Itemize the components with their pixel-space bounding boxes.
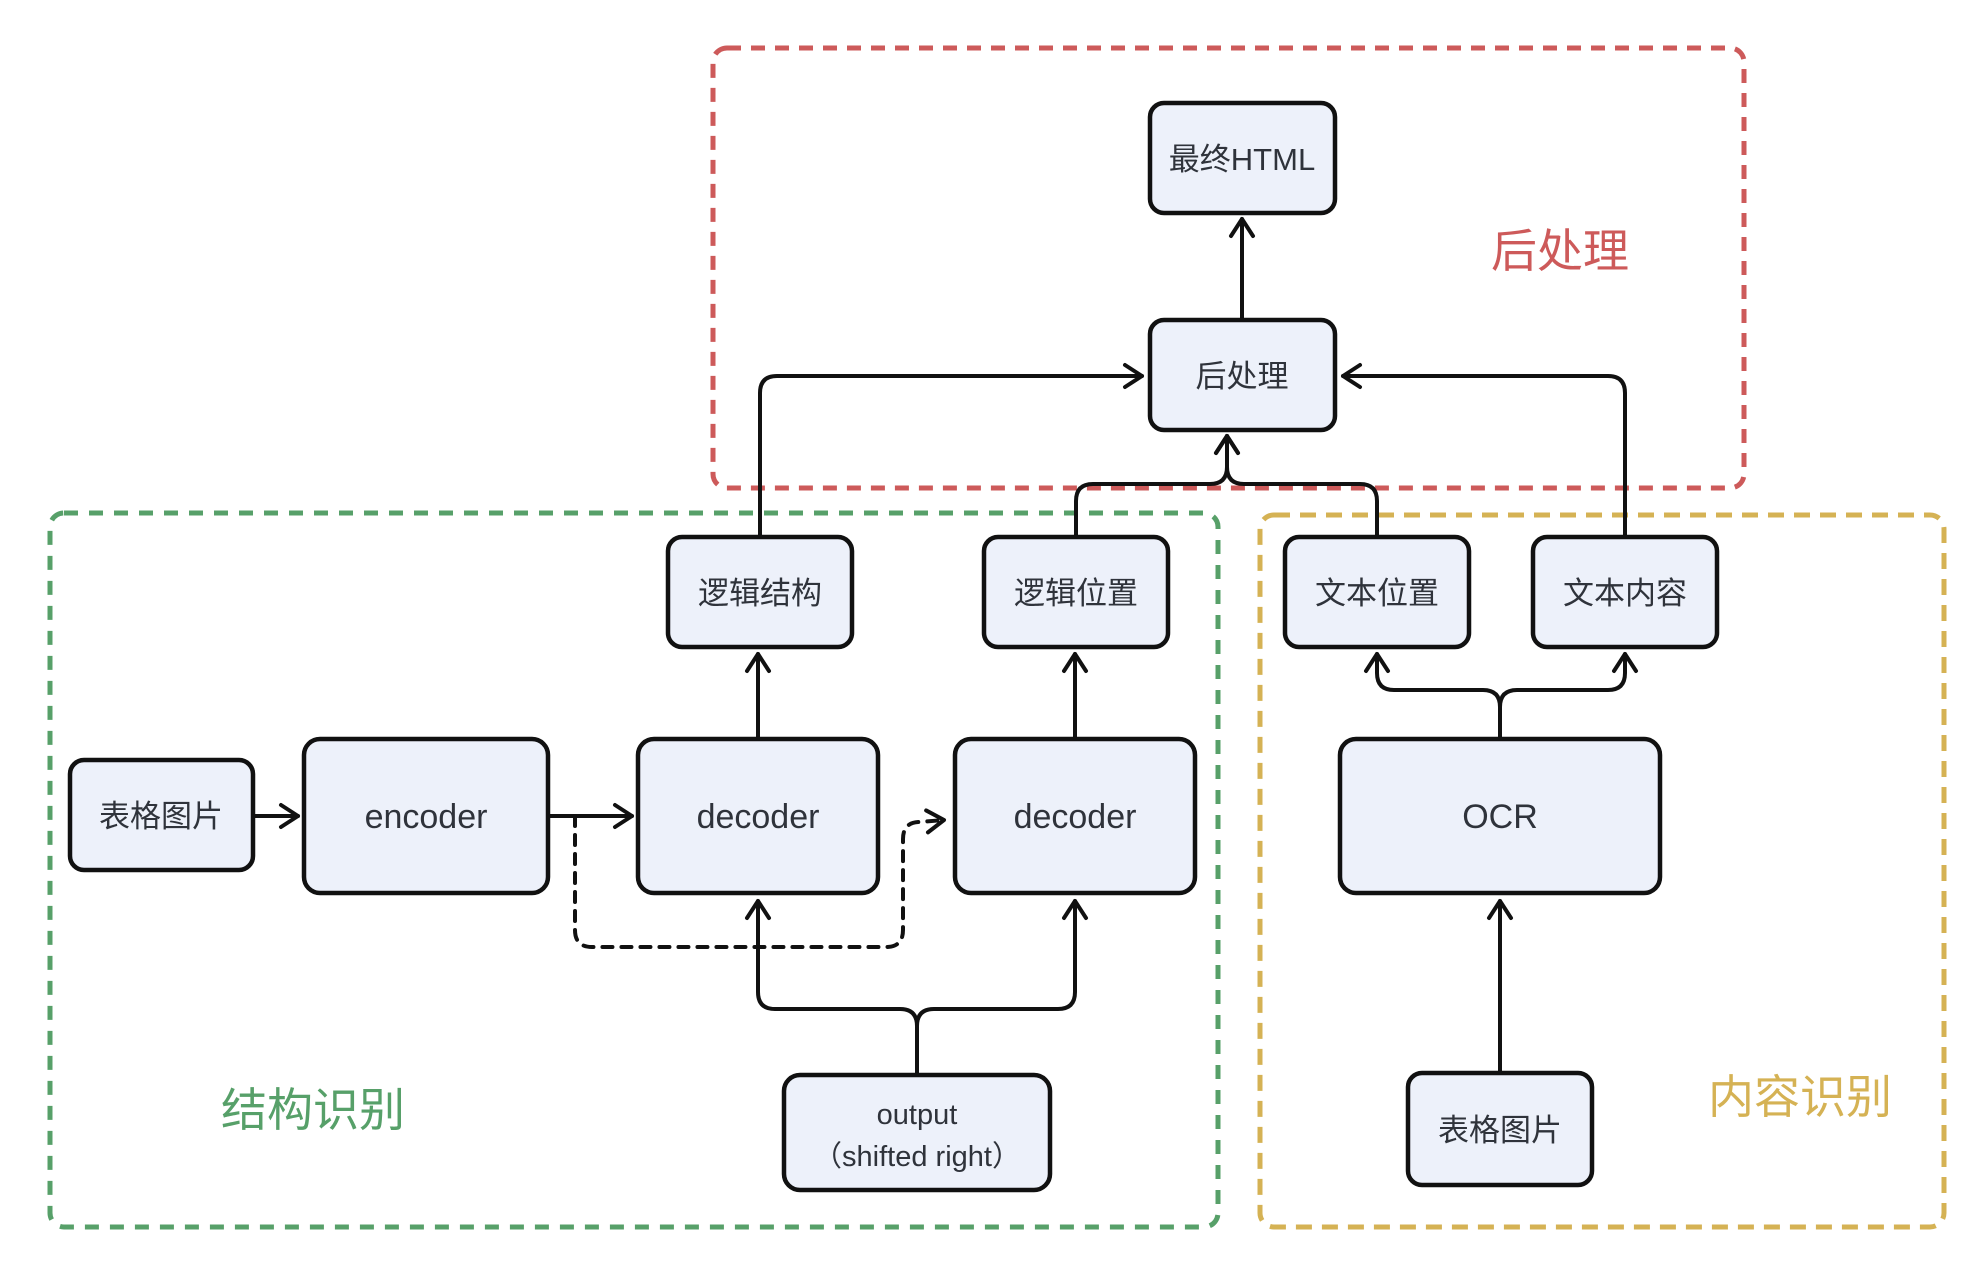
node-output-label: output xyxy=(877,1099,958,1131)
node-logical-structure-label: 逻辑结构 xyxy=(698,576,822,611)
node-text-content-box xyxy=(1530,534,1720,650)
node-table-image-left: 表格图片 xyxy=(67,757,256,873)
node-decoder-position-box xyxy=(952,736,1198,896)
node-logical-position-box xyxy=(981,534,1171,650)
node-final-html: 最终HTML xyxy=(1147,100,1338,216)
arrow-ocr-to-text-position xyxy=(1364,652,1502,741)
arrow-ocr-to-text-content xyxy=(1498,652,1638,741)
node-text-content-label: 文本内容 xyxy=(1563,576,1687,611)
node-table-image-left-box xyxy=(67,757,256,873)
node-decoder-position-label: decoder xyxy=(1014,798,1137,836)
region-structure-recognition: 结构识别 xyxy=(47,510,1221,1230)
node-ocr: OCR xyxy=(1337,736,1663,896)
arrow-text-position-to-post-process xyxy=(1214,434,1379,539)
node-output-shifted-right: output （shifted right） xyxy=(781,1072,1053,1193)
arrow-logical-structure-to-post-process xyxy=(758,363,1144,539)
node-logical-structure-box xyxy=(665,534,855,650)
node-post-process: 后处理 xyxy=(1147,317,1338,433)
region-content-recognition-border xyxy=(1257,512,1947,1230)
region-content-recognition: 内容识别 xyxy=(1257,512,1947,1230)
region-post-processing: 后处理 xyxy=(710,45,1747,491)
node-ocr-label: OCR xyxy=(1462,798,1538,836)
node-output-sublabel: （shifted right） xyxy=(813,1141,1021,1173)
node-ocr-box xyxy=(1337,736,1663,896)
node-post-process-label: 后处理 xyxy=(1196,359,1289,394)
node-table-image-right-label: 表格图片 xyxy=(1438,1113,1562,1148)
node-final-html-label: 最终HTML xyxy=(1169,142,1315,177)
node-logical-structure: 逻辑结构 xyxy=(665,534,855,650)
arrow-text-content-to-post-process xyxy=(1341,363,1627,539)
node-table-image-right-box xyxy=(1405,1070,1595,1188)
node-final-html-box xyxy=(1147,100,1338,216)
node-post-process-box xyxy=(1147,317,1338,433)
arrow-output-to-decoder-position xyxy=(915,899,1088,1077)
node-decoder-structure-label: decoder xyxy=(697,798,820,836)
node-logical-position: 逻辑位置 xyxy=(981,534,1171,650)
node-encoder-box xyxy=(301,736,551,896)
node-encoder: encoder xyxy=(301,736,551,896)
node-decoder-structure: decoder xyxy=(635,736,881,896)
arrow-output-to-decoder-structure xyxy=(745,899,919,1077)
node-text-position-label: 文本位置 xyxy=(1315,576,1439,611)
region-structure-recognition-label: 结构识别 xyxy=(221,1084,405,1136)
arrow-encoder-skip-to-decoder-position xyxy=(573,808,946,949)
node-text-content: 文本内容 xyxy=(1530,534,1720,650)
region-structure-recognition-border xyxy=(47,510,1221,1230)
node-encoder-label: encoder xyxy=(365,798,488,836)
region-post-processing-border xyxy=(710,45,1747,491)
node-decoder-position: decoder xyxy=(952,736,1198,896)
edges xyxy=(251,217,1638,1077)
node-decoder-structure-box xyxy=(635,736,881,896)
node-table-image-right: 表格图片 xyxy=(1405,1070,1595,1188)
node-logical-position-label: 逻辑位置 xyxy=(1014,576,1138,611)
node-output-shifted-right-box xyxy=(781,1072,1053,1193)
node-text-position: 文本位置 xyxy=(1282,534,1472,650)
node-table-image-left-label: 表格图片 xyxy=(99,799,223,834)
region-post-processing-label: 后处理 xyxy=(1491,225,1629,277)
region-content-recognition-label: 内容识别 xyxy=(1708,1071,1892,1123)
node-text-position-box xyxy=(1282,534,1472,650)
